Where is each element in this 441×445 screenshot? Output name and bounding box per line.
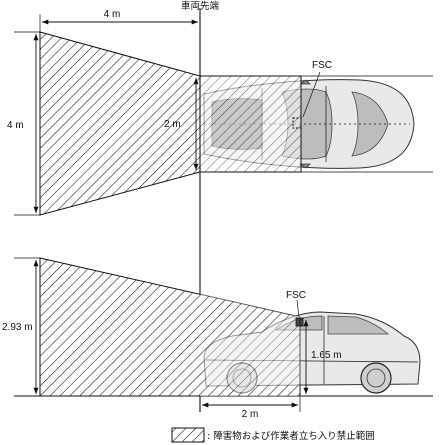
top-fsc-label: FSC <box>312 60 332 71</box>
side-width-label: 2 m <box>242 409 259 420</box>
top-height-label: 4 m <box>7 120 24 131</box>
top-view: FSC 4 m 4 m 2 m <box>7 9 433 216</box>
legend: : 障害物および作業者立ち入り禁止範囲 <box>171 427 375 443</box>
top-width-label: 4 m <box>104 9 121 20</box>
top-fsc-sensor <box>292 117 302 129</box>
top-inner-height-label: 2 m <box>164 119 181 130</box>
vehicle-front-label: 車両先端 <box>181 0 220 12</box>
side-height-label: 2.93 m <box>2 322 33 333</box>
top-fsc-leader <box>302 71 321 118</box>
side-fsc-sensor <box>295 317 304 327</box>
side-fsc-label: FSC <box>286 290 306 301</box>
legend-text: : 障害物および作業者立ち入り禁止範囲 <box>207 430 375 442</box>
sensor-height-label: 1.65 m <box>311 350 342 361</box>
legend-hatch-swatch <box>171 427 205 443</box>
side-view: FSC 2.93 m 1.65 m 2 m <box>2 257 433 420</box>
top-inner-area <box>199 75 302 173</box>
side-fsc-leader <box>296 299 300 318</box>
